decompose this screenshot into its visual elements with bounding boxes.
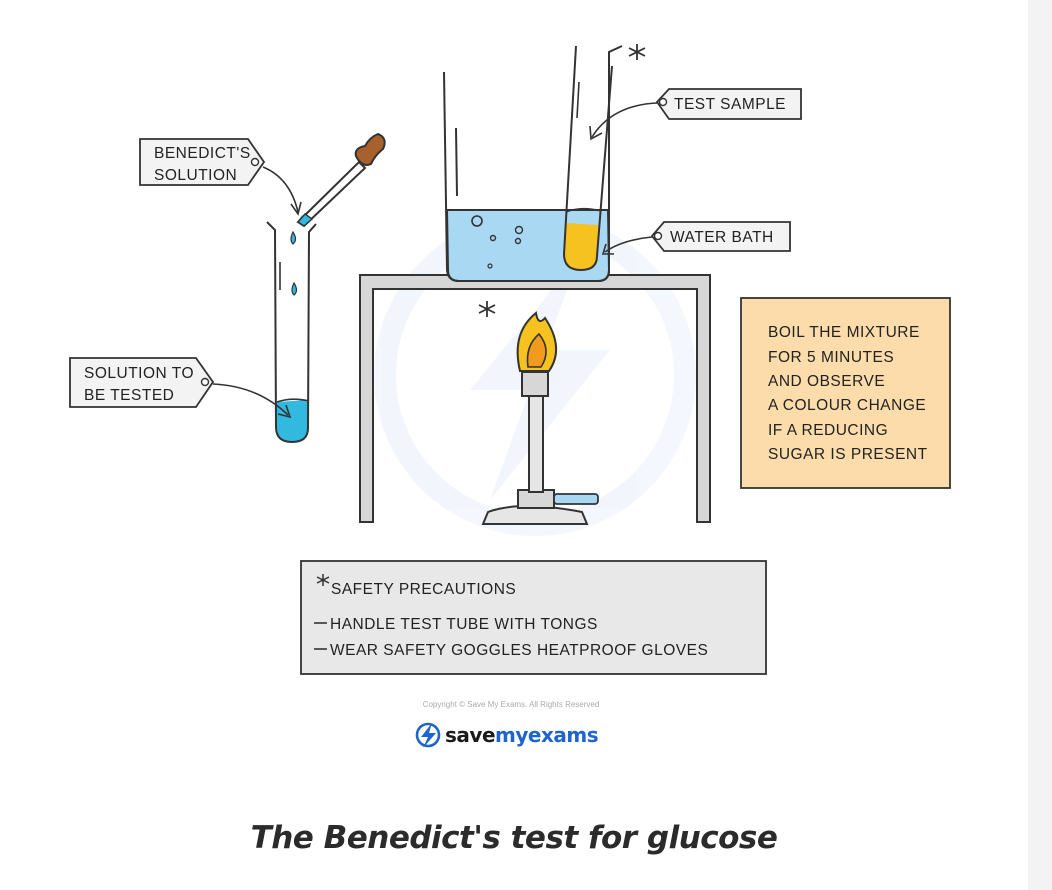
safety-precautions-box: SAFETY PRECAUTIONS HANDLE TEST TUBE WITH… [300, 560, 767, 675]
brand-exams: exams [528, 723, 598, 747]
safety-title: SAFETY PRECAUTIONS [331, 581, 516, 598]
brand-my: my [495, 723, 528, 747]
tag-solution-line1: SOLUTION TO [84, 365, 194, 382]
lightning-bolt-icon [415, 722, 441, 748]
scrollbar-track[interactable] [1028, 0, 1052, 890]
svg-text:savemyexams: savemyexams [445, 723, 598, 747]
safety-asterisk-marks [478, 44, 646, 317]
figure-caption: The Benedict's test for glucose [250, 820, 778, 856]
safety-item-1: HANDLE TEST TUBE WITH TONGS [330, 616, 598, 633]
safety-item-2: WEAR SAFETY GOGGLES HEATPROOF GLOVES [330, 642, 708, 659]
note-line-5: IF A REDUCING [768, 422, 888, 439]
save-my-exams-logo: savemyexams [415, 722, 599, 748]
note-line-2: FOR 5 MINUTES [768, 349, 894, 366]
tag-solution-line2: BE TESTED [84, 387, 174, 404]
tag-benedicts-solution: BENEDICT'S SOLUTION [139, 138, 302, 216]
tag-test-sample-text: TEST SAMPLE [674, 96, 786, 113]
note-line-4: A COLOUR CHANGE [768, 397, 926, 414]
note-line-6: SUGAR IS PRESENT [768, 446, 928, 463]
brand-save: save [445, 723, 495, 747]
note-box-boil-mixture: BOIL THE MIXTURE FOR 5 MINUTES AND OBSER… [740, 297, 951, 489]
test-tube-sample [562, 45, 613, 272]
tag-benedicts-line2: SOLUTION [154, 167, 237, 184]
tag-benedicts-line1: BENEDICT'S [154, 145, 251, 162]
solution-drops [290, 230, 298, 296]
tag-water-bath-text: WATER BATH [670, 229, 774, 246]
dropper-pipette [296, 132, 386, 228]
tripod-stand [359, 274, 711, 523]
note-line-3: AND OBSERVE [768, 373, 885, 390]
tag-solution-to-be-tested: SOLUTION TO BE TESTED [69, 357, 292, 419]
note-line-1: BOIL THE MIXTURE [768, 324, 920, 341]
tag-water-bath: WATER BATH [601, 221, 791, 255]
bunsen-burner [481, 311, 599, 525]
benedicts-test-diagram: BENEDICT'S SOLUTION SOLUTION TO BE TESTE… [69, 44, 951, 748]
copyright-text: Copyright © Save My Exams. All Rights Re… [423, 700, 600, 709]
test-tube-solution [266, 221, 317, 444]
tag-test-sample: TEST SAMPLE [589, 88, 802, 141]
